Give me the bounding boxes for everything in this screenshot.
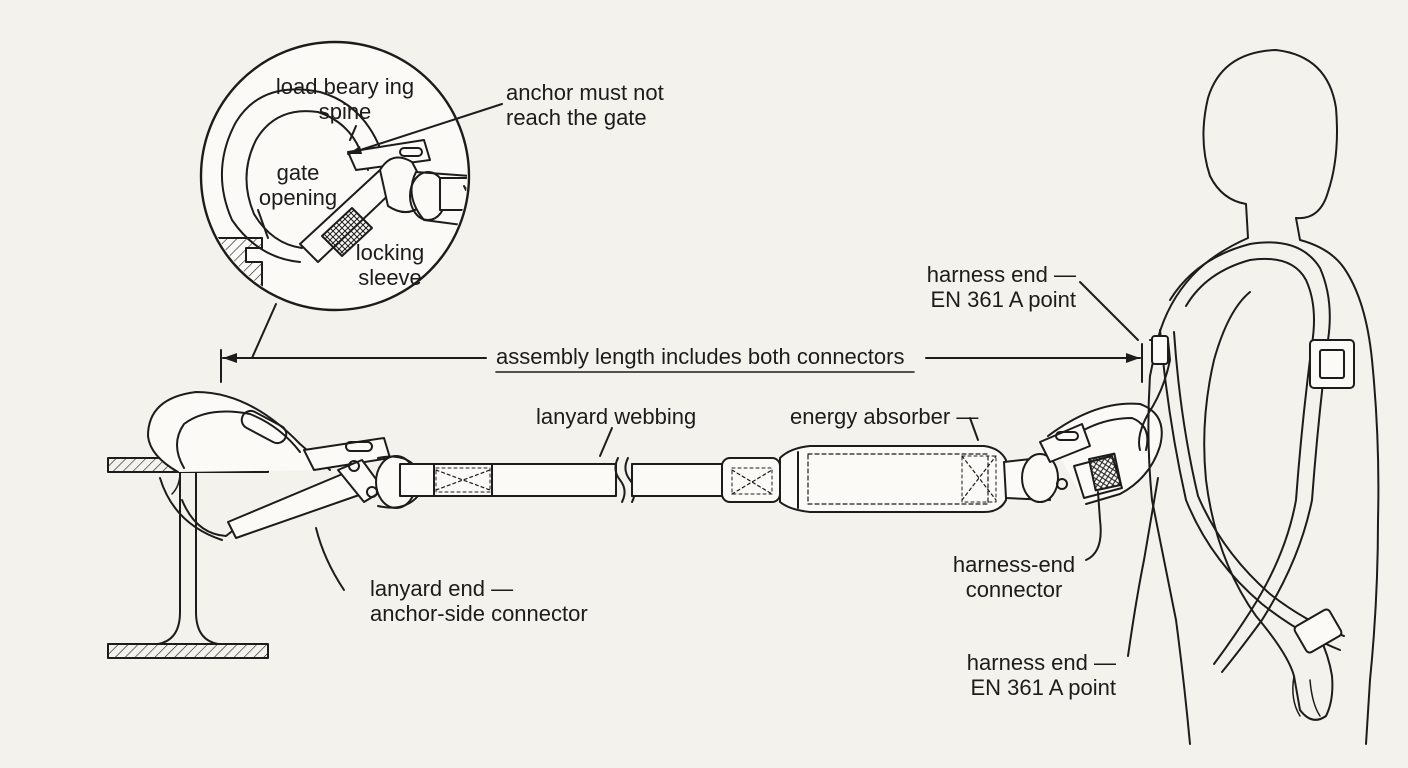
label-energy-absorber: energy absorber — [790,404,979,429]
locking-sleeve [321,207,373,257]
harness-connector-leader [1085,491,1102,561]
person-with-harness [1138,49,1380,745]
lanyard-webbing [399,427,725,503]
harness-end-connector [1003,402,1163,505]
harness-point-top-leader [1079,281,1139,341]
webbing-stub [439,177,467,211]
gate-leader [257,209,269,239]
arm [1203,291,1334,721]
label-gate-opening: gate opening [258,160,338,210]
d-ring [1138,339,1171,451]
label-harness-end-point-top: harness end — EN 361 A point [926,262,1076,312]
dimension-line [220,343,1143,383]
energy-absorber [721,417,1007,513]
shoulder-buckle [1309,339,1355,389]
label-harness-end-connector: harness-end connector [952,552,1076,602]
label-assembly-length: assembly length includes both connectors [496,344,905,369]
label-anchor-not-gate: anchor must not reach the gate [506,80,664,130]
inset-leader [251,303,277,359]
detail-inset [199,40,503,312]
anchor-connector-leader [315,527,345,591]
label-load-bearing-spine: load beary ing spine [275,74,415,124]
harness-point-bottom-leader [1127,477,1159,657]
i-beam-anchor [107,457,269,659]
leg-buckle [1293,608,1343,654]
anchor-leader [347,103,503,155]
hook-body [220,88,393,263]
label-locking-sleeve: locking sleeve [355,240,425,290]
spine-leader [349,125,357,141]
label-harness-end-point-bottom: harness end — EN 361 A point [966,650,1116,700]
body-outline [1147,49,1338,745]
anchor-side-connector [147,391,419,541]
label-lanyard-webbing: lanyard webbing [536,404,697,429]
label-anchor-side-connector: lanyard end — anchor-side connector [370,576,588,626]
